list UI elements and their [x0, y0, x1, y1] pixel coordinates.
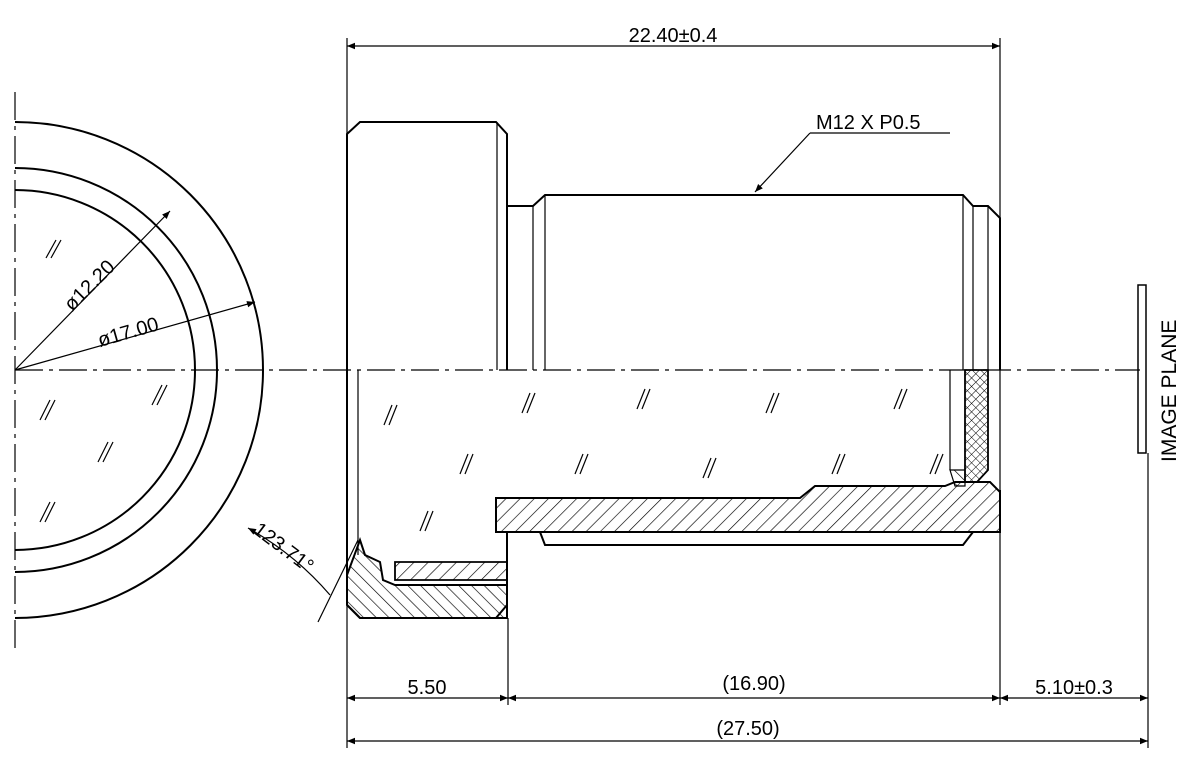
image-plane: IMAGE PLANE [1137, 284, 1181, 462]
thread-leader [754, 132, 811, 193]
rear-spacer-section [964, 369, 989, 483]
image-plane-label: IMAGE PLANE [1158, 320, 1181, 462]
dia-inner-leader [14, 210, 171, 371]
body-length-label: (16.90) [722, 673, 785, 695]
flange-upper [346, 121, 508, 370]
total-length-label: 22.40±0.4 [629, 25, 718, 47]
flange-length-label: 5.50 [408, 677, 447, 699]
retainer-section [394, 561, 508, 581]
barrel-wall-section [495, 481, 1001, 533]
back-focus-label: 5.10±0.3 [1035, 677, 1113, 699]
dia-outer-label: ø17.00 [95, 313, 161, 351]
barrel-upper [507, 194, 1001, 370]
dimension-lines: 22.40±0.4 5.50 (16.90) 5.10±0.3 (27.50) [346, 25, 1149, 748]
glass-marks-front [39, 239, 168, 523]
angle-annotation: 123.71° [247, 518, 359, 623]
dia-inner-label: ø12.20 [60, 256, 120, 316]
angle-label: 123.71° [249, 518, 317, 577]
thread-label: M12 X P0.5 [816, 112, 921, 134]
overall-length-label: (27.50) [716, 718, 779, 740]
dia-outer-leader [14, 301, 256, 371]
glass-marks-side [383, 388, 944, 532]
image-plane-rect [1137, 284, 1147, 454]
